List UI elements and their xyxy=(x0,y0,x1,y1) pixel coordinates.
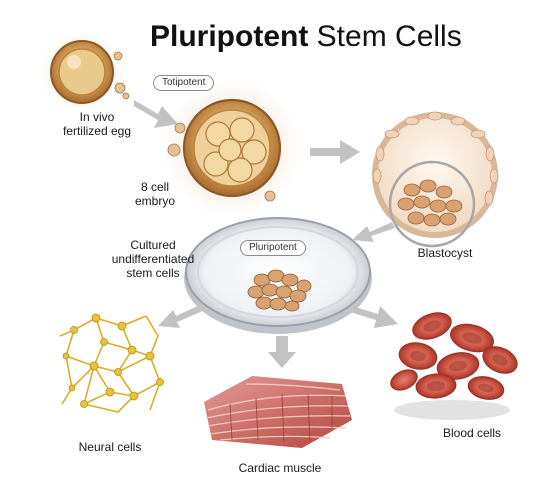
blood-cells xyxy=(388,308,522,420)
arrow-blastocyst-to-dish xyxy=(352,222,395,242)
label-blood-cells: Blood cells xyxy=(422,426,522,440)
label-blastocyst: Blastocyst xyxy=(400,246,490,260)
arrow-dish-to-neural xyxy=(158,304,205,328)
fertilized-egg xyxy=(40,30,129,114)
pluripotent-badge: Pluripotent xyxy=(240,240,306,256)
arrow-embryo-to-blastocyst xyxy=(310,140,360,164)
label-fertilized-egg: In vivo fertilized egg xyxy=(42,110,152,138)
totipotent-badge: Totipotent xyxy=(153,75,214,91)
label-cultured-stem-cells: Cultured undifferentiated stem cells xyxy=(98,238,208,280)
arrow-dish-to-blood xyxy=(350,306,398,328)
page-title: Pluripotent Stem Cells xyxy=(150,20,462,54)
title-rest: Stem Cells xyxy=(317,20,462,53)
label-neural-cells: Neural cells xyxy=(55,440,165,454)
label-embryo: 8 cell embryo xyxy=(120,180,190,208)
neural-cells xyxy=(60,314,164,412)
petri-dish xyxy=(184,218,372,334)
title-bold: Pluripotent xyxy=(150,20,308,53)
arrow-dish-to-cardiac xyxy=(268,336,296,368)
label-cardiac-muscle: Cardiac muscle xyxy=(220,461,340,475)
cardiac-muscle xyxy=(204,376,352,448)
